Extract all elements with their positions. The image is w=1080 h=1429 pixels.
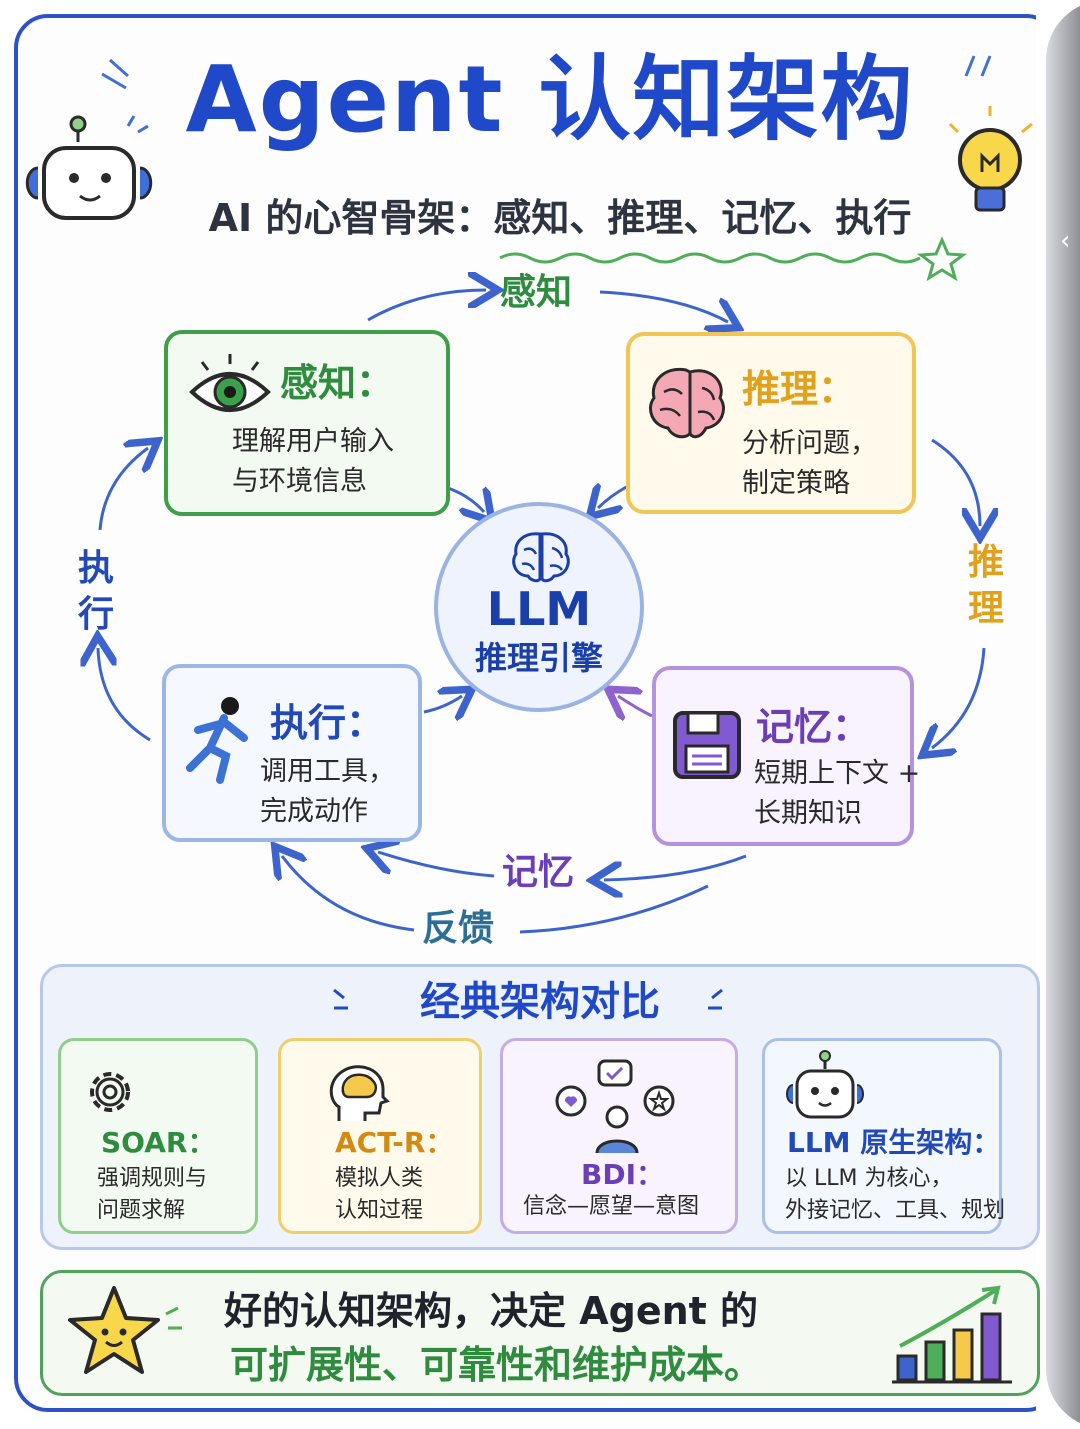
stage-execution: 执行： 调用工具，完成动作 bbox=[162, 664, 422, 842]
card-description: 强调规则与问题求解 bbox=[97, 1166, 208, 1223]
sparkle-mark bbox=[333, 988, 348, 1010]
sparkle-mark bbox=[708, 988, 723, 1010]
stage-description: 分析问题，制定策略 bbox=[742, 428, 877, 499]
card-description: 信念—愿望—意图 bbox=[523, 1194, 700, 1219]
stage-description: 理解用户输入与环境信息 bbox=[232, 426, 394, 497]
flow-label-reasoning: 推理 bbox=[967, 542, 1004, 629]
conclusion-line-1: 好的认知架构，决定 Agent 的 bbox=[224, 1289, 759, 1333]
llm-label: LLM bbox=[486, 582, 592, 636]
sparkle-mark bbox=[101, 58, 129, 90]
subtitle-underline bbox=[499, 252, 921, 264]
flow-label-memory: 记忆 bbox=[502, 852, 575, 893]
card-llm-native: LLM 原生架构： 以 LLM 为核心，外接记忆、工具、规划 bbox=[762, 1038, 1006, 1234]
card-description: 以 LLM 为核心，外接记忆、工具、规划 bbox=[785, 1166, 1006, 1223]
lightbulb-icon bbox=[948, 106, 1033, 212]
stage-heading: 执行： bbox=[270, 701, 385, 745]
page-subtitle: AI 的心智骨架：感知、推理、记忆、执行 bbox=[208, 196, 912, 240]
conclusion-panel bbox=[40, 1270, 1040, 1396]
card-soar: SOAR： 强调规则与问题求解 bbox=[58, 1038, 258, 1234]
page-title: Agent 认知架构 bbox=[185, 46, 915, 153]
robot-icon bbox=[25, 115, 153, 220]
engine-label: 推理引擎 bbox=[474, 639, 603, 677]
flow-label-execution: 执行 bbox=[77, 548, 114, 635]
robot-icon bbox=[786, 1050, 864, 1119]
card-bdi: BDI： 信念—愿望—意图 bbox=[500, 1038, 738, 1234]
stage-memory: 记忆： 短期上下文 +长期知识 bbox=[652, 666, 920, 846]
card-act-r: ACT-R： 模拟人类认知过程 bbox=[278, 1038, 482, 1234]
conclusion-line-2: 可扩展性、可靠性和维护成本。 bbox=[230, 1343, 763, 1387]
stage-description: 短期上下文 +长期知识 bbox=[754, 758, 921, 829]
card-name: SOAR： bbox=[101, 1126, 216, 1159]
comparison-title: 经典架构对比 bbox=[420, 979, 660, 1025]
card-name: BDI： bbox=[581, 1158, 665, 1191]
card-name: ACT-R： bbox=[335, 1126, 454, 1159]
flow-label-feedback: 反馈 bbox=[422, 908, 495, 949]
stage-heading: 感知： bbox=[280, 361, 395, 405]
card-description: 模拟人类认知过程 bbox=[335, 1166, 424, 1223]
window-edge bbox=[1036, 0, 1080, 1429]
star-face-icon bbox=[68, 1286, 182, 1374]
stage-reasoning: 推理： 分析问题，制定策略 bbox=[626, 332, 916, 514]
chevron-left-icon[interactable]: ‹ bbox=[1060, 226, 1071, 256]
person-speech-icon bbox=[555, 1059, 675, 1154]
stage-perception: 感知： 理解用户输入与环境信息 bbox=[164, 330, 450, 516]
floppy-disk-icon bbox=[673, 711, 741, 779]
flow-label-perception: 感知 bbox=[500, 272, 573, 313]
head-brain-icon bbox=[329, 1065, 390, 1121]
brain-outline-icon bbox=[512, 532, 570, 583]
cycle-arrows bbox=[0, 0, 1080, 934]
sparkle-mark bbox=[964, 55, 992, 77]
star-icon bbox=[916, 236, 968, 282]
stage-heading: 推理： bbox=[742, 367, 857, 411]
llm-engine-node: LLM 推理引擎 bbox=[434, 502, 644, 712]
running-person-icon bbox=[186, 697, 248, 784]
growth-chart-icon bbox=[892, 1285, 1012, 1384]
eye-icon bbox=[189, 354, 271, 412]
stage-description: 调用工具，完成动作 bbox=[260, 756, 395, 827]
brain-icon bbox=[649, 367, 725, 439]
stage-heading: 记忆： bbox=[756, 705, 871, 749]
gear-icon bbox=[90, 1072, 130, 1112]
card-name: LLM 原生架构： bbox=[787, 1126, 1001, 1159]
